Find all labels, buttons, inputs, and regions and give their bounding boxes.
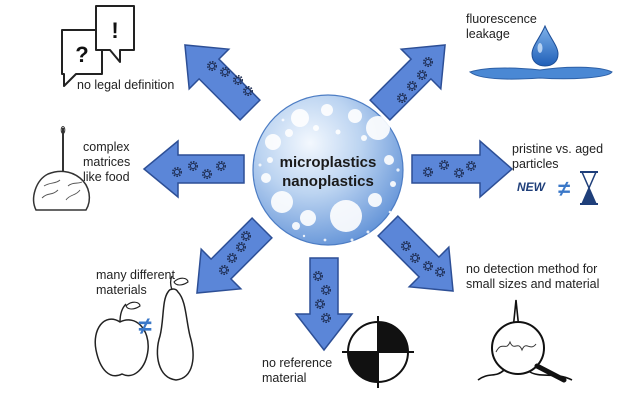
label-fluorescence-leakage: fluorescence leakage: [466, 12, 537, 41]
arrow-left: [142, 139, 245, 199]
question-glyph: ?: [75, 42, 88, 67]
needle-food-icon: [32, 126, 91, 211]
particle-sphere: microplastics nanoplastics: [252, 94, 404, 246]
center-title-line1: microplastics: [280, 154, 377, 171]
new-badge: NEW: [517, 180, 545, 194]
label-no-reference-material: no reference material: [262, 356, 333, 385]
label-no-detection-method: no detection method for small sizes and …: [466, 262, 600, 291]
apple-pear-icon: ≠: [94, 275, 194, 381]
water-drop-icon: [468, 24, 613, 80]
not-equal-glyph-aged: ≠: [558, 176, 570, 201]
magnifier-spectrum-icon: [477, 299, 573, 383]
arrow-right: [411, 139, 514, 199]
exclamation-glyph: !: [111, 18, 118, 43]
arrow-down-right: [377, 215, 454, 292]
reference-target-icon: [342, 316, 414, 388]
label-complex-matrices: complex matrices like food: [83, 140, 131, 184]
label-pristine-vs-aged: pristine vs. aged particles: [512, 142, 604, 171]
not-equal-glyph-materials: ≠: [138, 313, 151, 340]
label-no-legal-definition: no legal definition: [77, 78, 175, 92]
arrow-up-left: [184, 44, 261, 121]
hourglass-icon: ≠: [558, 171, 598, 205]
label-many-materials: many different materials: [96, 268, 175, 297]
center-title-line2: nanoplastics: [282, 173, 374, 190]
speech-bubbles-icon: ? !: [61, 5, 135, 87]
